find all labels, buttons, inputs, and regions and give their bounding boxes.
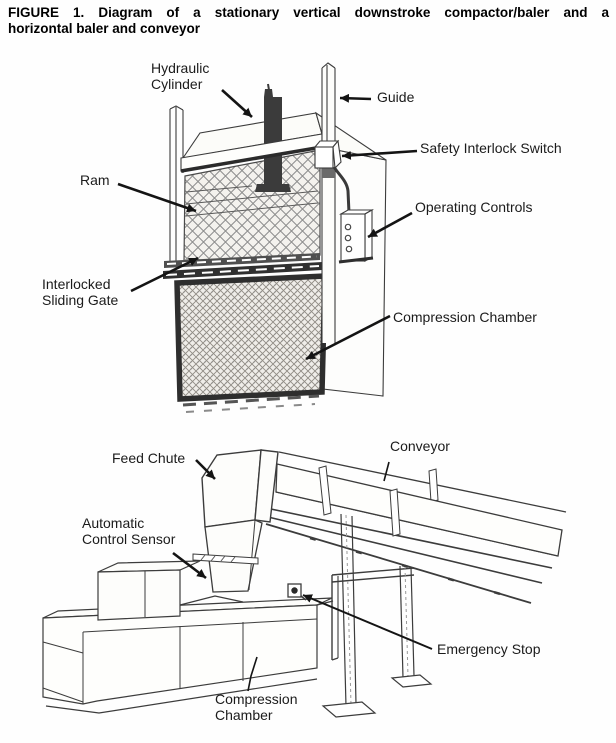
label-guide: Guide xyxy=(377,89,415,105)
leader-compression-chamber-top xyxy=(305,314,391,361)
leader-interlocked-sliding-gate xyxy=(130,256,199,293)
leader-emergency-stop xyxy=(302,594,433,650)
figure-title-line1: FIGURE 1. Diagram of a stationary vertic… xyxy=(8,5,609,20)
label-operating-controls: Operating Controls xyxy=(415,199,533,215)
emergency-stop-device xyxy=(287,583,307,601)
chamber-base-dashes xyxy=(182,394,320,407)
label-emergency-stop: Emergency Stop xyxy=(437,641,541,657)
leader-operating-controls xyxy=(367,211,413,239)
label-compression-chamber-top: Compression Chamber xyxy=(393,309,537,325)
leader-conveyor xyxy=(383,461,390,482)
label-line: Interlocked xyxy=(42,276,111,292)
label-line: Automatic xyxy=(82,515,145,531)
label-line: Sliding Gate xyxy=(42,292,119,308)
leader-feed-chute xyxy=(195,459,216,480)
vertical-baler-drawing xyxy=(117,62,418,413)
conveyor-flange xyxy=(318,465,332,516)
figure-title-line2: horizontal baler and conveyor xyxy=(8,21,201,36)
label-interlocked-sliding-gate: Interlocked Sliding Gate xyxy=(42,276,118,308)
compression-chamber-front xyxy=(174,273,328,402)
leader-automatic-control-sensor xyxy=(172,551,207,580)
leader-guide xyxy=(339,93,372,103)
leader-safety-interlock-switch xyxy=(341,149,418,160)
safety-interlock-switch-box xyxy=(313,139,342,170)
feed-chute-shape xyxy=(201,449,279,593)
leader-hydraulic-cylinder xyxy=(221,89,253,118)
figure-title: FIGURE 1. Diagram of a stationary vertic… xyxy=(8,5,609,37)
label-hydraulic-cylinder: Hydraulic Cylinder xyxy=(151,60,209,92)
label-line: Compression xyxy=(215,691,298,707)
right-guide-post xyxy=(321,62,336,343)
label-feed-chute: Feed Chute xyxy=(112,450,186,466)
label-ram: Ram xyxy=(80,172,110,188)
label-line: Chamber xyxy=(215,707,273,723)
label-automatic-control-sensor: Automatic Control Sensor xyxy=(82,515,175,547)
sliding-gate-bars xyxy=(163,253,322,279)
conveyor-flange xyxy=(389,488,401,537)
conveyor-side-board xyxy=(275,463,563,557)
left-guide-post xyxy=(169,105,184,266)
conveyor-support-frame xyxy=(321,513,433,718)
leader-ram xyxy=(117,182,197,213)
label-safety-interlock-switch: Safety Interlock Switch xyxy=(420,140,562,156)
label-conveyor: Conveyor xyxy=(390,438,450,454)
label-line: Cylinder xyxy=(151,76,203,92)
label-compression-chamber-bottom: Compression Chamber xyxy=(215,691,297,723)
horizontal-baler-conveyor-drawing xyxy=(42,449,567,718)
ram-plate-lines xyxy=(185,185,319,217)
sensor-ledge xyxy=(192,553,259,565)
control-cable xyxy=(332,166,351,214)
label-line: Control Sensor xyxy=(82,531,176,547)
label-line: Hydraulic xyxy=(151,60,210,76)
conveyor-flange xyxy=(428,468,439,503)
leader-compression-chamber-bottom xyxy=(247,656,258,692)
baler-top-boxes xyxy=(97,560,244,621)
